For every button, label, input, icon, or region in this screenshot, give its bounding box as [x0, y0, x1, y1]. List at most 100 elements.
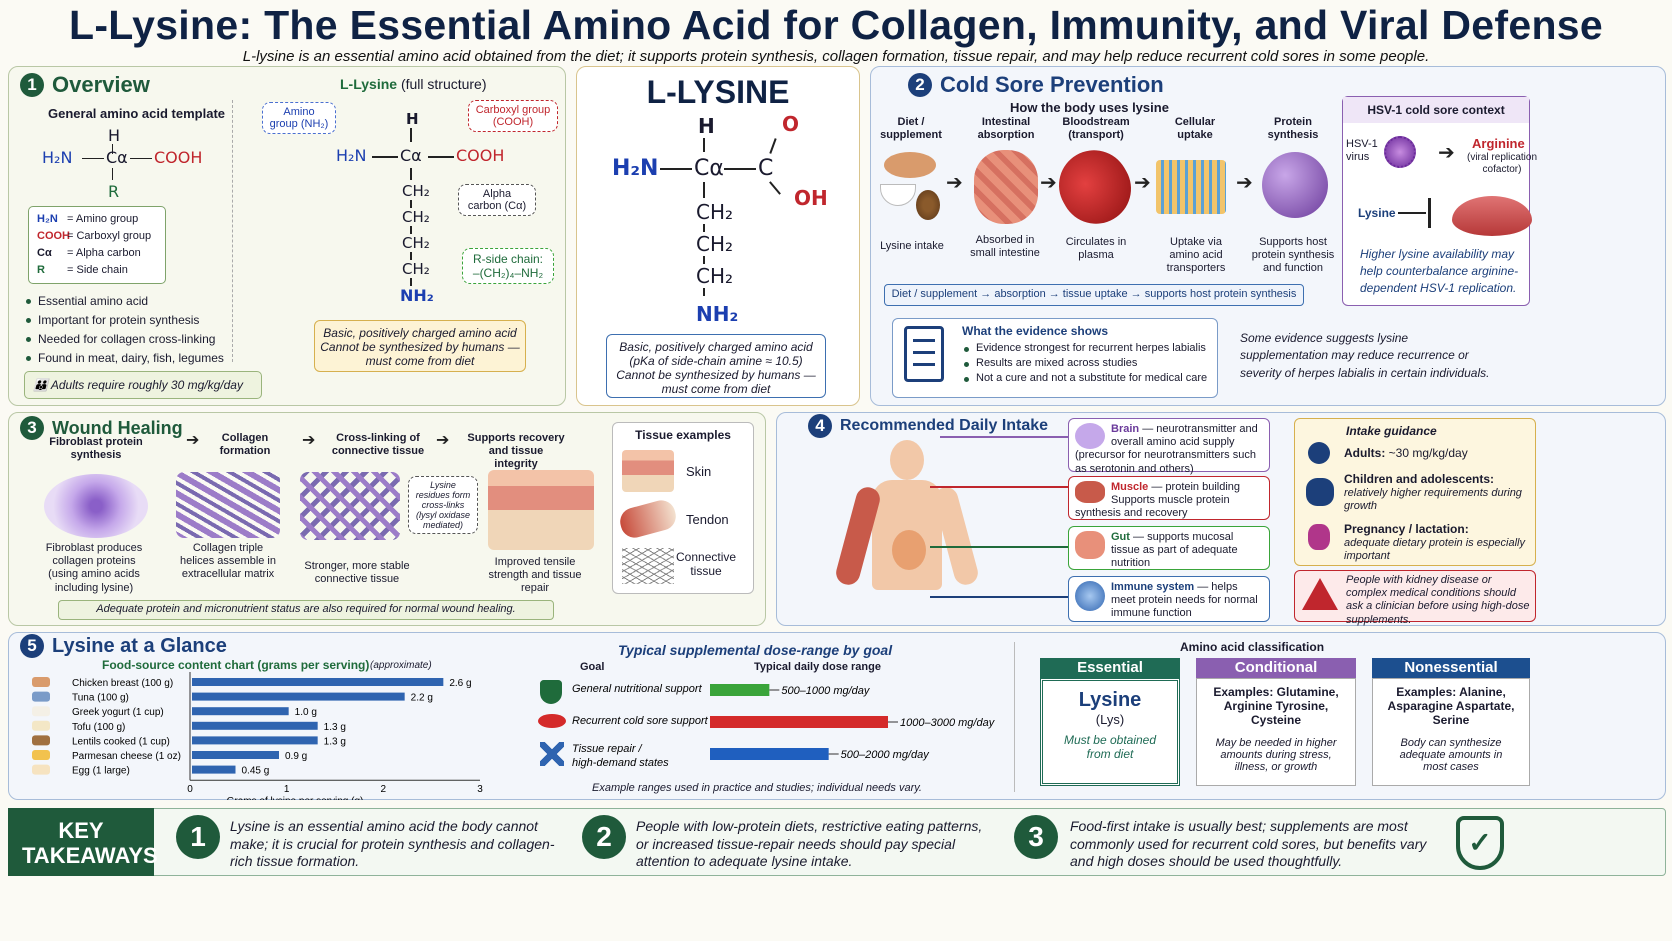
muscle-icon	[1075, 481, 1105, 503]
legend-row: COOH= Carboxyl group	[37, 230, 152, 242]
tissue-title: Tissue examples	[635, 428, 731, 442]
connector	[930, 596, 1068, 598]
evidence-title: What the evidence shows	[962, 324, 1109, 338]
range-label: 500–2000 mg/day	[841, 749, 931, 761]
overview-title: Overview	[52, 72, 150, 97]
bar	[192, 692, 405, 701]
clipboard-icon	[904, 326, 944, 382]
hsv-label: HSV-1 virus	[1346, 138, 1378, 164]
step-caption: Stronger, more stable connective tissue	[304, 560, 410, 586]
takeaways-label: KEY TAKEAWAYS	[8, 808, 158, 876]
class-conditional: Examples: Glutamine, Arginine Tyrosine, …	[1196, 678, 1356, 786]
legend-row: R= Side chain	[37, 264, 128, 276]
goal-label: Recurrent cold sore support	[572, 715, 709, 727]
dose-title: Typical supplemental dose-range by goal	[618, 642, 893, 658]
arginine-sub: (viral replication cofactor)	[1466, 152, 1538, 175]
connector	[930, 486, 1068, 488]
value-label: 2.6 g	[449, 678, 471, 689]
value-label: 1.3 g	[324, 722, 346, 733]
crosslink-note: Lysine residues form cross-links (lysyl …	[408, 476, 478, 534]
skin-icon	[622, 450, 674, 492]
arrow-icon: ➔	[1040, 172, 1057, 194]
divider	[232, 100, 233, 362]
step-caption: Supports host protein synthesis and func…	[1251, 236, 1335, 275]
goal-label: General nutritional support	[572, 683, 703, 695]
section-number: 5	[20, 634, 44, 658]
inhibit-bar	[1428, 198, 1431, 228]
organ-immune: Immune system — helps meet protein needs…	[1068, 576, 1270, 622]
step-label: Diet / supplement	[880, 116, 942, 142]
bar	[192, 678, 444, 686]
class-essential: Lysine (Lys) Must be obtained from diet	[1040, 678, 1180, 786]
glance-heading: 5 Lysine at a Glance	[20, 634, 227, 658]
carboxyl-label: Carboxyl group (COOH)	[468, 100, 558, 132]
basic-note: Basic, positively charged amino acid Can…	[314, 320, 526, 372]
section-number: 4	[808, 414, 832, 438]
category-label: Parmesan cheese (1 oz)	[72, 751, 181, 762]
gut-icon	[1075, 531, 1105, 559]
bar	[192, 736, 318, 745]
step-caption: Fibroblast produces collagen proteins (u…	[45, 542, 143, 594]
step-label: Intestinal absorption	[977, 116, 1035, 142]
center-note: Basic, positively charged amino acid (pK…	[606, 334, 826, 398]
takeaways-bar	[8, 808, 1666, 876]
takeaway-number: 3	[1014, 815, 1058, 859]
class-header-nonessential: Nonessential	[1372, 658, 1530, 678]
range-bar	[710, 716, 888, 728]
wound-heading: 3 Wound Healing	[20, 416, 183, 440]
connector	[940, 436, 1068, 438]
arrow-icon: ➔	[1438, 142, 1455, 164]
bar	[192, 721, 318, 730]
arrow-icon: ➔	[436, 432, 450, 449]
arrow-icon: ➔	[1236, 172, 1253, 194]
guidance-box	[1294, 418, 1536, 566]
connector	[930, 546, 1068, 548]
guidance-children: Children and adolescents:relatively high…	[1344, 472, 1522, 513]
x-axis-label: Grams of lysine per serving (g)	[227, 796, 364, 800]
step-label: Fibroblast protein synthesis	[49, 436, 143, 462]
step-caption: Uptake via amino acid transporters	[1166, 236, 1226, 275]
flow-summary: Diet / supplement → absorption → tissue …	[884, 284, 1304, 306]
bar	[192, 707, 289, 716]
section-number: 1	[20, 73, 44, 97]
intestine-icon	[974, 150, 1038, 224]
virus-icon	[1384, 136, 1416, 168]
food-chart-title: Food-source content chart (grams per ser…	[102, 658, 370, 672]
lips-icon	[1452, 196, 1532, 236]
legend-row: H₂N= Amino group	[37, 213, 139, 225]
page-subtitle: L-lysine is an essential amino acid obta…	[242, 48, 1430, 65]
category-label: Chicken breast (100 g)	[72, 678, 173, 689]
value-label: 2.2 g	[411, 693, 433, 704]
takeaway-text: People with low-protein diets, restricti…	[636, 818, 983, 869]
value-label: 0.45 g	[242, 766, 270, 777]
tick-label: 0	[187, 784, 193, 795]
dose-col-range: Typical daily dose range	[754, 661, 881, 673]
tick-label: 2	[381, 784, 387, 795]
protein-icon	[1262, 152, 1328, 218]
class-nonessential: Examples: Alanine, Asparagine Aspartate,…	[1372, 678, 1530, 786]
evidence-list: Evidence strongest for recurrent herpes …	[962, 342, 1207, 387]
dose-col-goal: Goal	[580, 661, 605, 673]
step-label: Bloodstream (transport)	[1062, 116, 1130, 142]
food-chart-note: (approximate)	[370, 660, 432, 671]
list-item: Found in meat, dairy, fish, legumes	[24, 351, 224, 365]
adults-note: 👪 Adults require roughly 30 mg/kg/day	[24, 371, 262, 399]
organ-muscle: Muscle — protein building Supports muscl…	[1068, 476, 1270, 520]
goal-label: Tissue repair /	[572, 743, 643, 755]
class-header-conditional: Conditional	[1196, 658, 1356, 678]
guidance-adults: Adults: ~30 mg/kg/day	[1344, 446, 1468, 460]
shield-icon	[540, 680, 562, 704]
food-icon	[32, 691, 50, 702]
people-icon: 👪	[33, 378, 48, 392]
warning-icon	[1302, 578, 1338, 610]
list-item: Not a cure and not a substitute for medi…	[962, 372, 1207, 384]
cold-sore-title: Cold Sore Prevention	[940, 72, 1164, 97]
list-item: Needed for collagen cross-linking	[24, 332, 224, 346]
category-label: Tofu (100 g)	[72, 722, 125, 733]
takeaway-number: 1	[176, 815, 220, 859]
amino-label: Amino group (NH₂)	[262, 102, 336, 134]
hsv-header: HSV-1 cold sore context	[1343, 97, 1529, 123]
arrow-icon: ➔	[186, 432, 200, 449]
